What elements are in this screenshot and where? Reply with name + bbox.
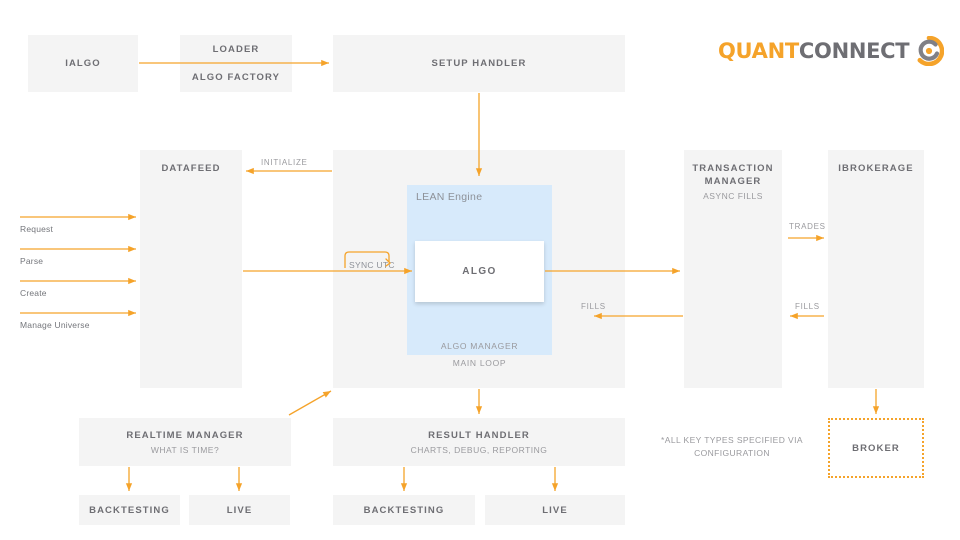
box-realtime-manager-sub: WHAT IS TIME? — [150, 444, 220, 455]
box-algo-factory-title: ALGO FACTORY — [191, 72, 281, 83]
box-algo-title: ALGO — [462, 266, 497, 277]
box-transaction-manager[interactable]: TRANSACTION MANAGER ASYNC FILLS — [684, 150, 782, 388]
side-flow-label-parse: Parse — [20, 256, 44, 266]
arrow-realtime-to-engine — [288, 390, 332, 416]
box-realtime-manager[interactable]: REALTIME MANAGER WHAT IS TIME? — [79, 418, 291, 466]
box-realtime-backtesting[interactable]: BACKTESTING — [79, 495, 180, 525]
arrow-label-fills-engine: FILLS — [581, 302, 606, 311]
arrow-label-sync-utc: SYNC UTC — [349, 260, 395, 270]
box-broker-title: BROKER — [852, 442, 900, 454]
box-result-handler-title: RESULT HANDLER — [428, 429, 530, 441]
box-ialgo-title: IALGO — [65, 58, 101, 69]
box-result-live[interactable]: LIVE — [485, 495, 625, 525]
box-datafeed-title: DATAFEED — [161, 163, 221, 174]
arrow-label-fills-brokerage: FILLS — [795, 302, 820, 311]
arrow-label-initialize: INITIALIZE — [261, 158, 308, 167]
side-flow-label-manage-universe: Manage Universe — [20, 320, 90, 330]
algo-manager-label: ALGO MANAGER — [440, 341, 519, 351]
logo-text-connect: CONNECT — [798, 39, 910, 63]
box-datafeed[interactable]: DATAFEED — [140, 150, 242, 388]
lean-engine-label: LEAN Engine — [416, 191, 483, 203]
logo-text-quant: QUANT — [718, 39, 799, 63]
box-transaction-manager-title: TRANSACTION MANAGER — [692, 163, 774, 187]
box-result-backtesting[interactable]: BACKTESTING — [333, 495, 475, 525]
box-result-live-title: LIVE — [542, 504, 568, 516]
box-realtime-live-title: LIVE — [226, 504, 253, 516]
main-loop-label: MAIN LOOP — [452, 358, 507, 368]
box-loader[interactable]: LOADER ALGO FACTORY — [180, 35, 292, 92]
side-flow-label-request: Request — [20, 224, 54, 234]
box-ibrokerage-title: IBROKERAGE — [838, 163, 914, 174]
box-realtime-live[interactable]: LIVE — [189, 495, 290, 525]
box-result-backtesting-title: BACKTESTING — [363, 504, 445, 516]
box-broker[interactable]: BROKER — [828, 418, 924, 478]
box-ibrokerage[interactable]: IBROKERAGE — [828, 150, 924, 388]
box-setup-handler-title: SETUP HANDLER — [431, 58, 527, 69]
box-algo[interactable]: ALGO — [415, 241, 544, 302]
box-result-handler-sub: CHARTS, DEBUG, REPORTING — [410, 444, 548, 455]
box-transaction-manager-sub: ASYNC FILLS — [703, 191, 763, 201]
box-loader-title: LOADER — [212, 44, 260, 55]
box-realtime-backtesting-title: BACKTESTING — [89, 504, 170, 516]
box-setup-handler[interactable]: SETUP HANDLER — [333, 35, 625, 92]
quantconnect-swirl-icon — [917, 36, 945, 66]
box-ialgo[interactable]: IALGO — [28, 35, 138, 92]
side-flow-label-create: Create — [20, 288, 47, 298]
box-result-handler[interactable]: RESULT HANDLER CHARTS, DEBUG, REPORTING — [333, 418, 625, 466]
quantconnect-logo: QUANT CONNECT — [718, 36, 945, 66]
arrow-label-trades: TRADES — [789, 222, 826, 231]
box-realtime-manager-title: REALTIME MANAGER — [126, 429, 244, 441]
configuration-footnote: *ALL KEY TYPES SPECIFIED VIA CONFIGURATI… — [661, 435, 803, 458]
